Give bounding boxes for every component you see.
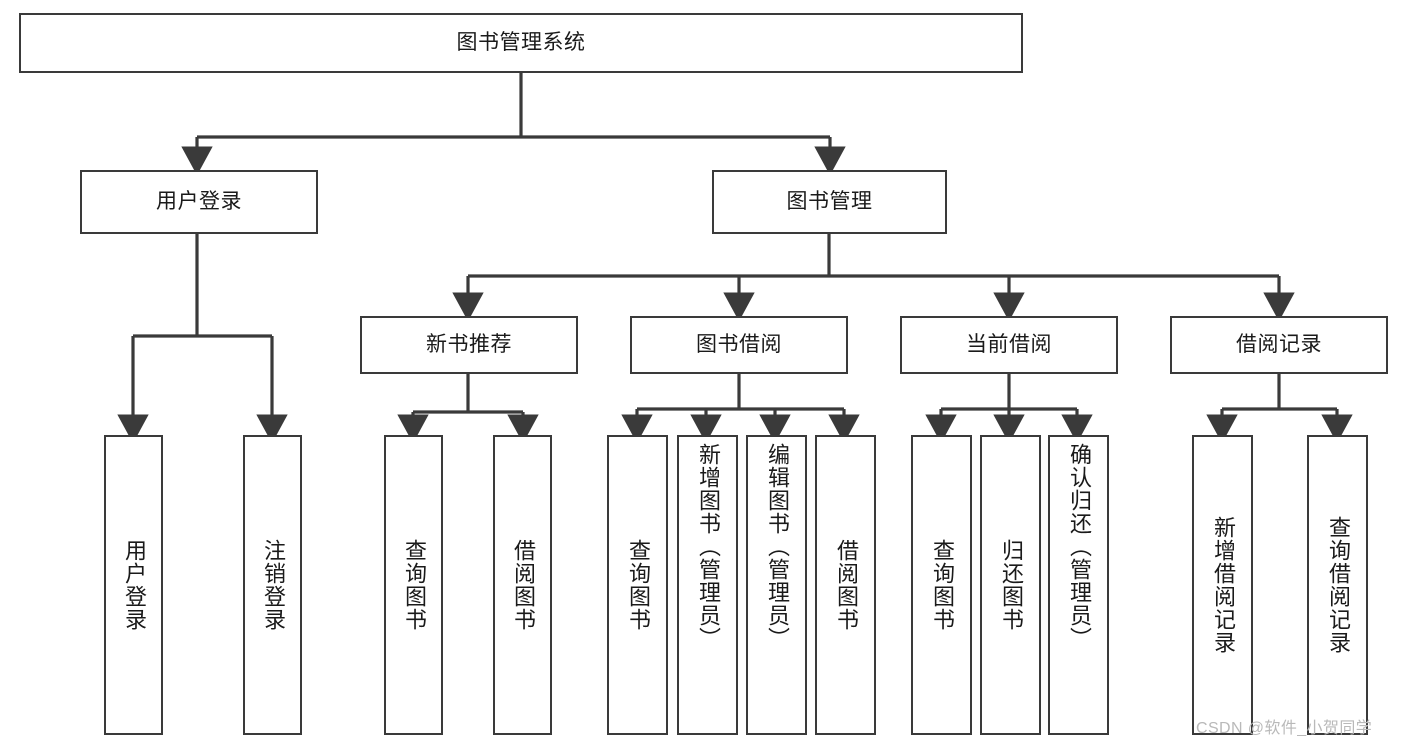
leaf-user-login[interactable]: 用户登录: [104, 435, 163, 735]
node-label: 用户登录: [121, 539, 147, 631]
node-book-management[interactable]: 图书管理: [712, 170, 947, 234]
leaf-query-book-3[interactable]: 查询图书: [911, 435, 972, 735]
node-current-borrow[interactable]: 当前借阅: [900, 316, 1118, 374]
node-label: 确认归还（管理员）: [1066, 443, 1092, 650]
node-label: 新书推荐: [426, 332, 512, 356]
node-book-management-system[interactable]: 图书管理系统: [19, 13, 1023, 73]
leaf-query-record[interactable]: 查询借阅记录: [1307, 435, 1368, 735]
node-label: 借阅图书: [833, 539, 859, 631]
node-label: 图书管理系统: [456, 30, 586, 54]
node-label: 新增借阅记录: [1210, 516, 1236, 654]
node-new-book-recommend[interactable]: 新书推荐: [360, 316, 578, 374]
node-user-login[interactable]: 用户登录: [80, 170, 318, 234]
node-label: 图书借阅: [696, 332, 782, 356]
csdn-watermark: CSDN @软件_小贺同学: [1196, 720, 1373, 737]
node-label: 借阅记录: [1236, 332, 1322, 356]
node-book-borrow[interactable]: 图书借阅: [630, 316, 848, 374]
leaf-borrow-book-1[interactable]: 借阅图书: [493, 435, 552, 735]
leaf-borrow-book-2[interactable]: 借阅图书: [815, 435, 876, 735]
node-label: 当前借阅: [966, 332, 1052, 356]
node-label: 编辑图书（管理员）: [764, 443, 790, 650]
node-label: 图书管理: [786, 189, 873, 213]
node-label: 查询图书: [929, 539, 955, 631]
leaf-confirm-return[interactable]: 确认归还（管理员）: [1048, 435, 1109, 735]
node-label: 用户登录: [156, 189, 242, 213]
node-label: 新增图书（管理员）: [695, 443, 721, 650]
leaf-add-book[interactable]: 新增图书（管理员）: [677, 435, 738, 735]
node-borrow-record[interactable]: 借阅记录: [1170, 316, 1388, 374]
node-label: 查询图书: [401, 539, 427, 631]
leaf-user-logout[interactable]: 注销登录: [243, 435, 302, 735]
leaf-query-book-1[interactable]: 查询图书: [384, 435, 443, 735]
leaf-add-record[interactable]: 新增借阅记录: [1192, 435, 1253, 735]
node-label: 注销登录: [260, 539, 286, 631]
leaf-query-book-2[interactable]: 查询图书: [607, 435, 668, 735]
node-label: 查询借阅记录: [1325, 516, 1351, 654]
node-label: 查询图书: [625, 539, 651, 631]
leaf-edit-book[interactable]: 编辑图书（管理员）: [746, 435, 807, 735]
node-label: 归还图书: [998, 539, 1024, 631]
leaf-return-book[interactable]: 归还图书: [980, 435, 1041, 735]
node-label: 借阅图书: [510, 539, 536, 631]
